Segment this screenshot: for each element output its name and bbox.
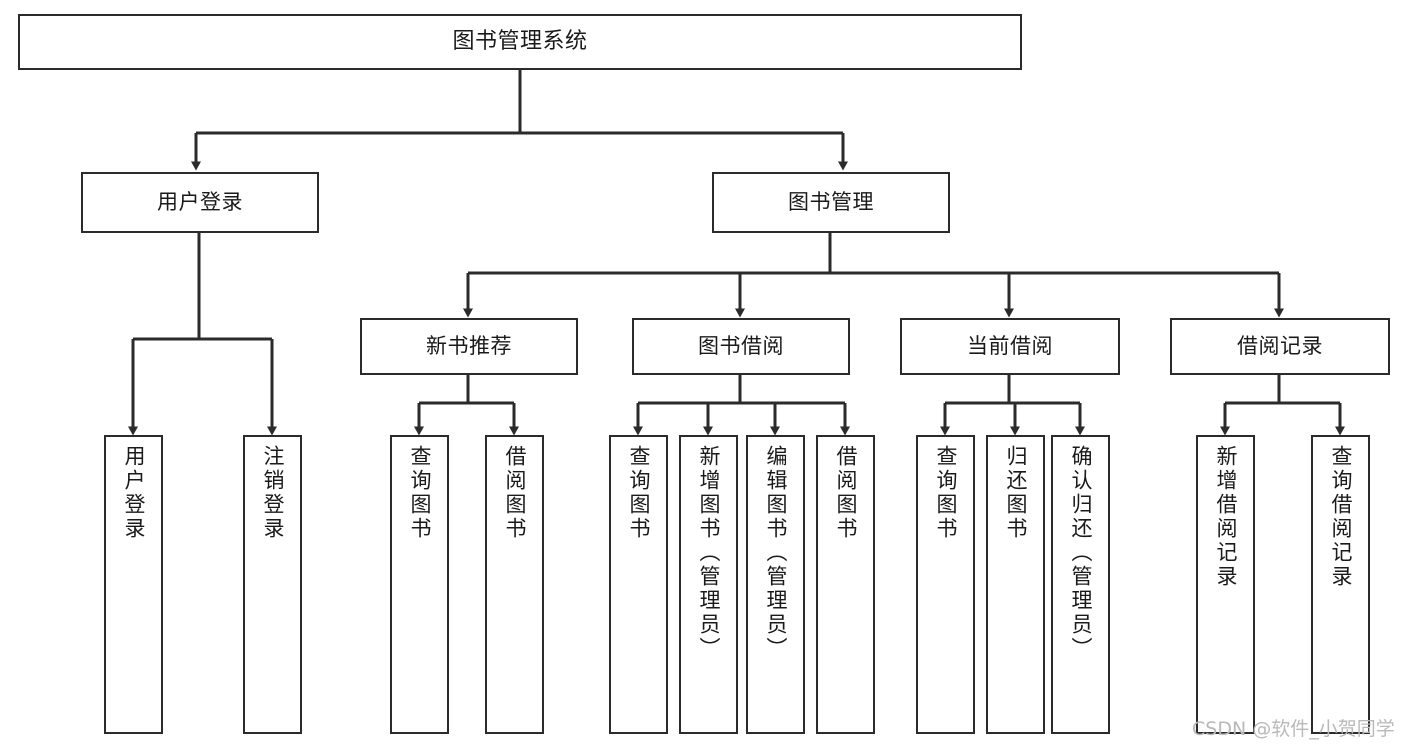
- node-leaf-query-record[interactable]: 查询借阅记录: [1311, 435, 1370, 734]
- node-book-borrow[interactable]: 图书借阅: [632, 318, 850, 375]
- node-leaf-logout-login[interactable]: 注销登录: [243, 435, 302, 734]
- node-leaf-query-book-3-label: 查询图书: [934, 445, 958, 541]
- node-leaf-query-book-2[interactable]: 查询图书: [609, 435, 668, 734]
- node-leaf-edit-book[interactable]: 编辑图书（管理员）: [746, 435, 805, 734]
- node-leaf-query-record-label: 查询借阅记录: [1329, 445, 1353, 589]
- node-root[interactable]: 图书管理系统: [18, 14, 1022, 70]
- node-leaf-query-book-3[interactable]: 查询图书: [916, 435, 975, 734]
- node-leaf-return-book-label: 归还图书: [1004, 445, 1028, 541]
- node-borrow-record[interactable]: 借阅记录: [1170, 318, 1390, 375]
- node-book-manage[interactable]: 图书管理: [712, 172, 950, 233]
- node-leaf-confirm-return-label: 确认归还（管理员）: [1069, 445, 1093, 661]
- node-leaf-add-record-label: 新增借阅记录: [1214, 445, 1238, 589]
- node-current-borrow[interactable]: 当前借阅: [900, 318, 1120, 375]
- node-leaf-borrow-book-2[interactable]: 借阅图书: [816, 435, 875, 734]
- node-leaf-add-book-label: 新增图书（管理员）: [697, 445, 721, 661]
- node-user-login[interactable]: 用户登录: [81, 172, 319, 233]
- node-leaf-borrow-book-2-label: 借阅图书: [834, 445, 858, 541]
- node-borrow-record-label: 借阅记录: [1237, 334, 1323, 359]
- node-leaf-add-record[interactable]: 新增借阅记录: [1196, 435, 1255, 734]
- node-leaf-borrow-book-1[interactable]: 借阅图书: [485, 435, 544, 734]
- node-book-manage-label: 图书管理: [788, 190, 874, 215]
- node-book-borrow-label: 图书借阅: [698, 334, 784, 359]
- node-root-label: 图书管理系统: [452, 29, 588, 55]
- node-current-borrow-label: 当前借阅: [967, 334, 1053, 359]
- node-leaf-user-login[interactable]: 用户登录: [104, 435, 163, 734]
- node-leaf-user-login-label: 用户登录: [122, 445, 146, 541]
- node-leaf-borrow-book-1-label: 借阅图书: [503, 445, 527, 541]
- node-leaf-return-book[interactable]: 归还图书: [986, 435, 1045, 734]
- node-leaf-edit-book-label: 编辑图书（管理员）: [764, 445, 788, 661]
- node-leaf-query-book-1-label: 查询图书: [408, 445, 432, 541]
- node-leaf-query-book-1[interactable]: 查询图书: [390, 435, 449, 734]
- node-new-book-recommend-label: 新书推荐: [426, 334, 512, 359]
- watermark: CSDN @软件_小贺同学: [1192, 718, 1395, 740]
- node-leaf-confirm-return[interactable]: 确认归还（管理员）: [1051, 435, 1110, 734]
- node-new-book-recommend[interactable]: 新书推荐: [360, 318, 578, 375]
- node-leaf-query-book-2-label: 查询图书: [627, 445, 651, 541]
- node-user-login-label: 用户登录: [157, 190, 243, 215]
- node-leaf-add-book[interactable]: 新增图书（管理员）: [679, 435, 738, 734]
- node-leaf-logout-login-label: 注销登录: [261, 445, 285, 541]
